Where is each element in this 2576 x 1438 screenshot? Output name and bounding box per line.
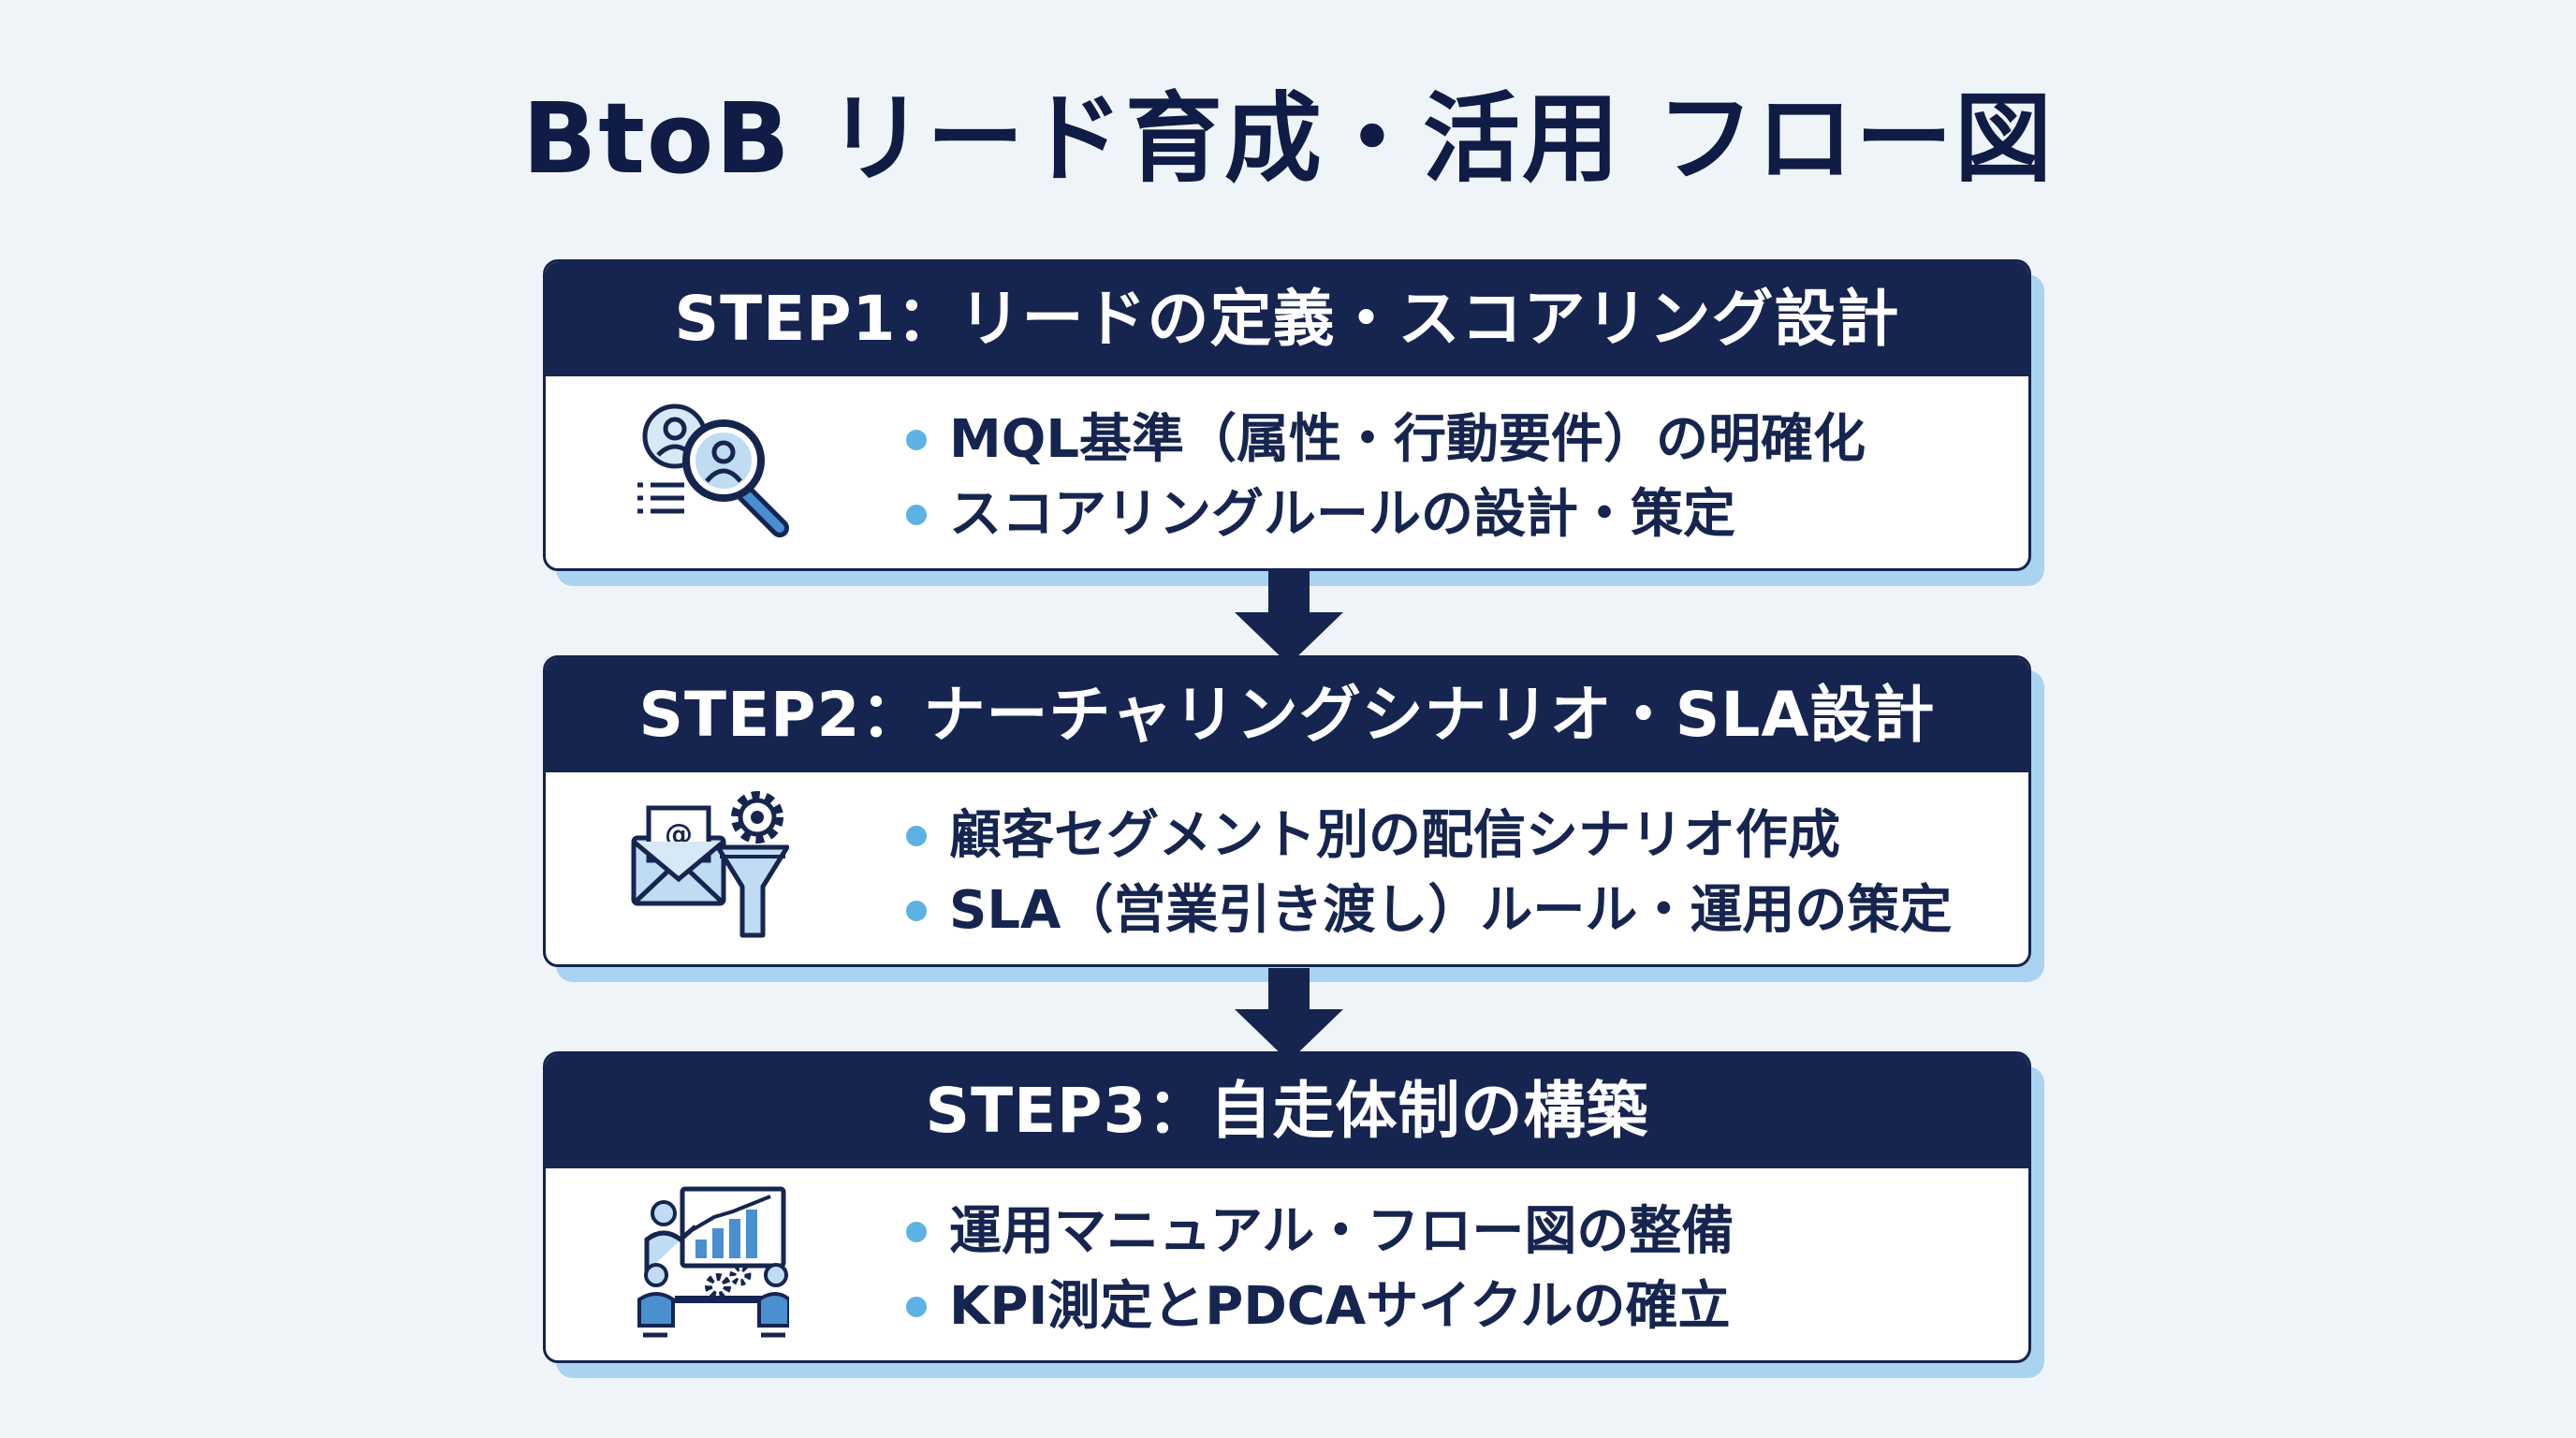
bullet-icon (906, 505, 927, 525)
list-item: スコアリングルールの設計・策定 (906, 477, 1866, 552)
down-arrow-icon (1233, 968, 1345, 1062)
down-arrow-icon (1233, 571, 1345, 665)
email-funnel-gear-icon: @ (630, 789, 790, 948)
bullet-icon (906, 901, 927, 921)
list-item: KPI測定とPDCAサイクルの確立 (906, 1269, 1734, 1344)
step-2-list: 顧客セグメント別の配信シナリオ作成 SLA（営業引き渡し）ルール・運用の策定 (906, 799, 1952, 948)
bullet-icon (906, 430, 927, 450)
magnifier-user-profile-icon (630, 393, 789, 552)
list-item: SLA（営業引き渡し）ルール・運用の策定 (906, 873, 1952, 948)
step-3-heading: STEP3：自走体制の構築 (546, 1054, 2028, 1168)
step-2-heading: STEP2：ナーチャリングシナリオ・SLA設計 (546, 658, 2028, 772)
team-meeting-chart-icon (630, 1185, 791, 1344)
page-title: BtoB リード育成・活用 フロー図 (521, 81, 2055, 196)
step-1-heading: STEP1：リードの定義・スコアリング設計 (546, 262, 2028, 376)
step-3-box: STEP3：自走体制の構築 (543, 1051, 2044, 1378)
list-item: MQL基準（属性・行動要件）の明確化 (906, 403, 1866, 477)
step-1-list: MQL基準（属性・行動要件）の明確化 スコアリングルールの設計・策定 (906, 403, 1866, 552)
step-3-list: 運用マニュアル・フロー図の整備 KPI測定とPDCAサイクルの確立 (906, 1195, 1734, 1344)
list-item: 運用マニュアル・フロー図の整備 (906, 1195, 1734, 1269)
list-item: 顧客セグメント別の配信シナリオ作成 (906, 799, 1952, 873)
bullet-icon (906, 826, 927, 846)
step-1-box: STEP1：リードの定義・スコアリング設計 MQL基準（属性 (543, 259, 2044, 586)
step-2-box: STEP2：ナーチャリングシナリオ・SLA設計 @ 顧客セグメント別の配信シナリ… (543, 655, 2044, 982)
bullet-icon (906, 1222, 927, 1242)
bullet-icon (906, 1297, 927, 1317)
